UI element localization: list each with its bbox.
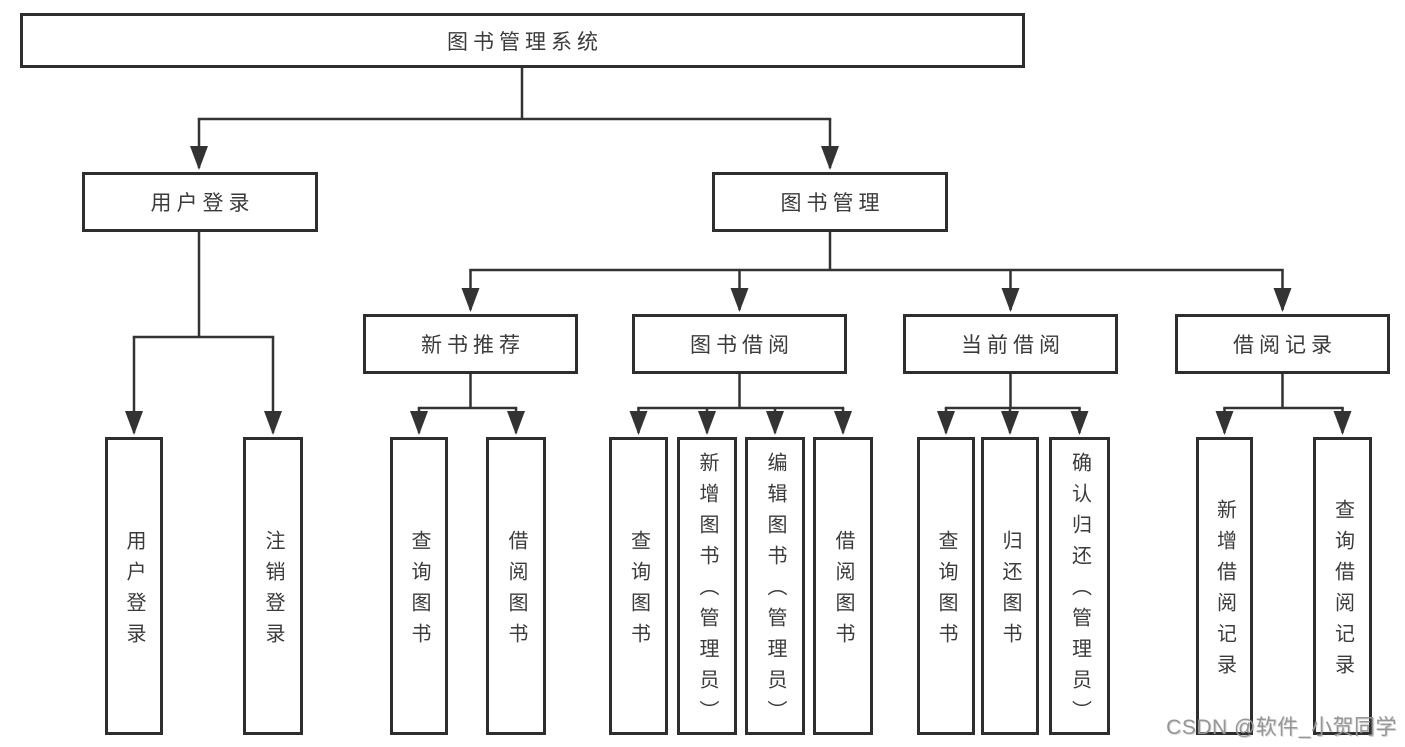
node-new-book-recommendation: 新书推荐 [363,314,578,374]
node-current-borrowing: 当前借阅 [903,314,1118,374]
leaf-logout: 注销登录 [243,437,303,735]
node-label: 借阅图书 [505,529,527,654]
node-label: 用户登录 [123,529,145,654]
leaf-query-borrow-record: 查询借阅记录 [1313,437,1372,735]
node-label: 编辑图书（管理员） [764,452,786,731]
node-label: 图书借阅 [690,334,794,357]
leaf-user-login: 用户登录 [105,437,163,735]
node-label: 图书管理 [780,192,885,215]
node-label: 新书推荐 [421,334,525,357]
node-user-login: 用户登录 [82,172,318,232]
node-label: 借阅图书 [832,529,854,654]
node-label: 新增借阅记录 [1213,498,1236,685]
node-label: 归还图书 [999,529,1021,654]
node-label: 查询图书 [408,529,430,654]
leaf-borrow-books-recommend: 借阅图书 [486,437,546,735]
leaf-confirm-return-admin: 确认归还（管理员） [1049,437,1110,735]
node-book-management: 图书管理 [712,172,948,232]
node-label: 用户登录 [150,192,255,215]
node-book-borrowing: 图书借阅 [632,314,847,374]
node-label: 当前借阅 [961,334,1065,357]
node-label: 查询借阅记录 [1331,498,1354,685]
leaf-query-books-recommend: 查询图书 [390,437,448,735]
leaf-edit-books-admin: 编辑图书（管理员） [745,437,805,735]
node-label: 查询图书 [627,529,650,654]
csdn-watermark: CSDN @软件_小贺同学 [1166,716,1397,739]
node-label: 新增图书（管理员） [696,452,718,731]
leaf-return-books: 归还图书 [981,437,1039,735]
node-label: 查询图书 [935,529,957,654]
node-label: 确认归还（管理员） [1068,452,1091,731]
node-label: 注销登录 [262,529,284,654]
node-label: 图书管理系统 [447,30,603,54]
leaf-query-books-borrowing: 查询图书 [609,437,668,735]
leaf-query-books-current: 查询图书 [917,437,975,735]
leaf-add-borrow-record: 新增借阅记录 [1196,437,1253,735]
leaf-borrow-books: 借阅图书 [813,437,873,735]
node-label: 借阅记录 [1233,334,1337,357]
node-library-management-system: 图书管理系统 [20,13,1025,68]
leaf-add-books-admin: 新增图书（管理员） [677,437,737,735]
node-borrowing-records: 借阅记录 [1175,314,1390,374]
